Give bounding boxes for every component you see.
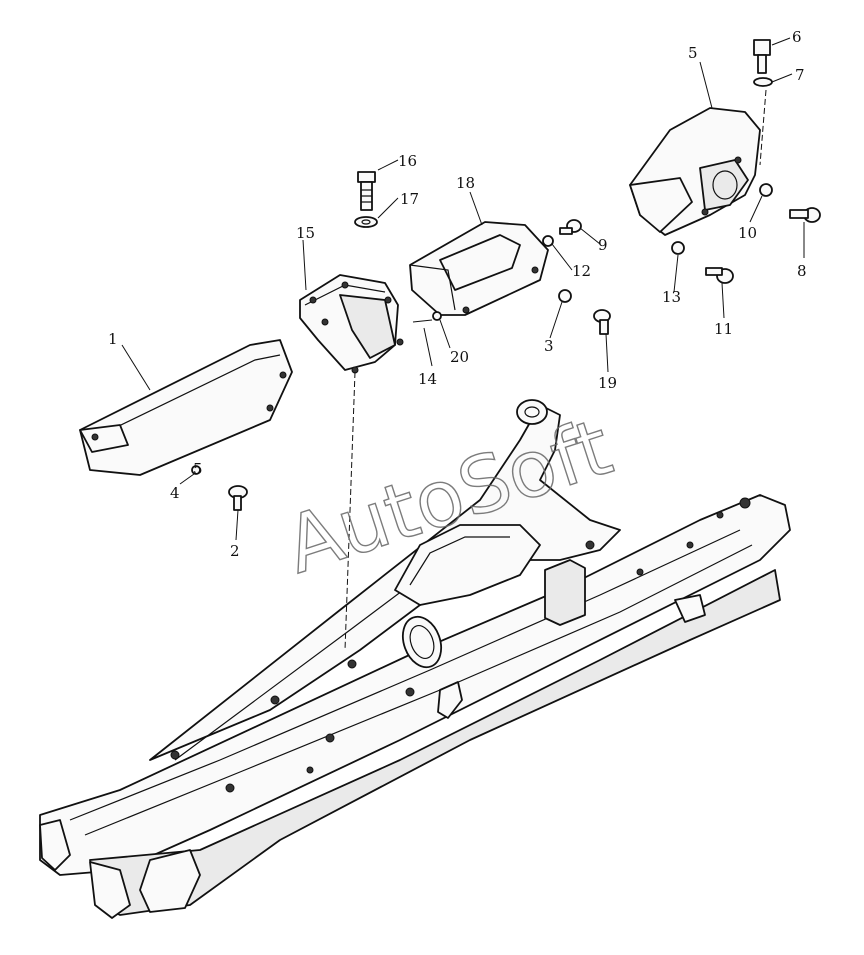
part-16-bolt	[357, 171, 376, 211]
label-11: 11	[714, 320, 733, 338]
label-5-small: 5	[193, 460, 203, 478]
label-1: 1	[108, 330, 118, 348]
label-20: 20	[450, 348, 469, 366]
part-10-nut	[759, 183, 773, 197]
leader-lines	[121, 37, 805, 651]
label-19: 19	[598, 374, 617, 392]
label-3: 3	[544, 337, 554, 355]
label-16: 16	[398, 152, 417, 170]
label-6: 6	[792, 28, 802, 46]
label-4: 4	[170, 484, 180, 502]
part-11-bolt	[705, 267, 734, 284]
part-2-bolt	[228, 485, 248, 511]
part-19-bolt	[593, 309, 611, 335]
part-20-washer	[432, 311, 442, 321]
part-15-bracket	[299, 274, 404, 374]
part-7-washer	[753, 77, 773, 87]
label-17: 17	[400, 190, 419, 208]
part-3-nut	[558, 289, 572, 303]
label-14: 14	[418, 370, 437, 388]
part-9-bolt	[559, 219, 582, 235]
label-10: 10	[738, 224, 757, 242]
part-14-pin	[412, 319, 433, 323]
main-frame	[39, 399, 791, 919]
part-13-washer	[671, 241, 685, 255]
part-1-left-cover	[79, 339, 293, 476]
label-18: 18	[456, 174, 475, 192]
part-5-right-cover	[629, 107, 761, 236]
part-4-washer	[191, 465, 201, 475]
part-6-bolt	[753, 39, 771, 74]
label-13: 13	[662, 288, 681, 306]
part-8-bolt	[789, 207, 821, 223]
part-17-washer	[354, 216, 378, 228]
part-12-nut	[542, 235, 554, 247]
part-labels: 1 2 3 4 5 5 6 7 8 9 10 11 12 13 14 15 16…	[108, 28, 807, 560]
label-7: 7	[795, 66, 805, 84]
label-9: 9	[598, 236, 608, 254]
label-12: 12	[572, 262, 591, 280]
label-15: 15	[296, 224, 315, 242]
label-5: 5	[688, 44, 698, 62]
part-18-middle-cover	[409, 221, 549, 316]
label-2: 2	[230, 542, 240, 560]
label-8: 8	[797, 262, 807, 280]
